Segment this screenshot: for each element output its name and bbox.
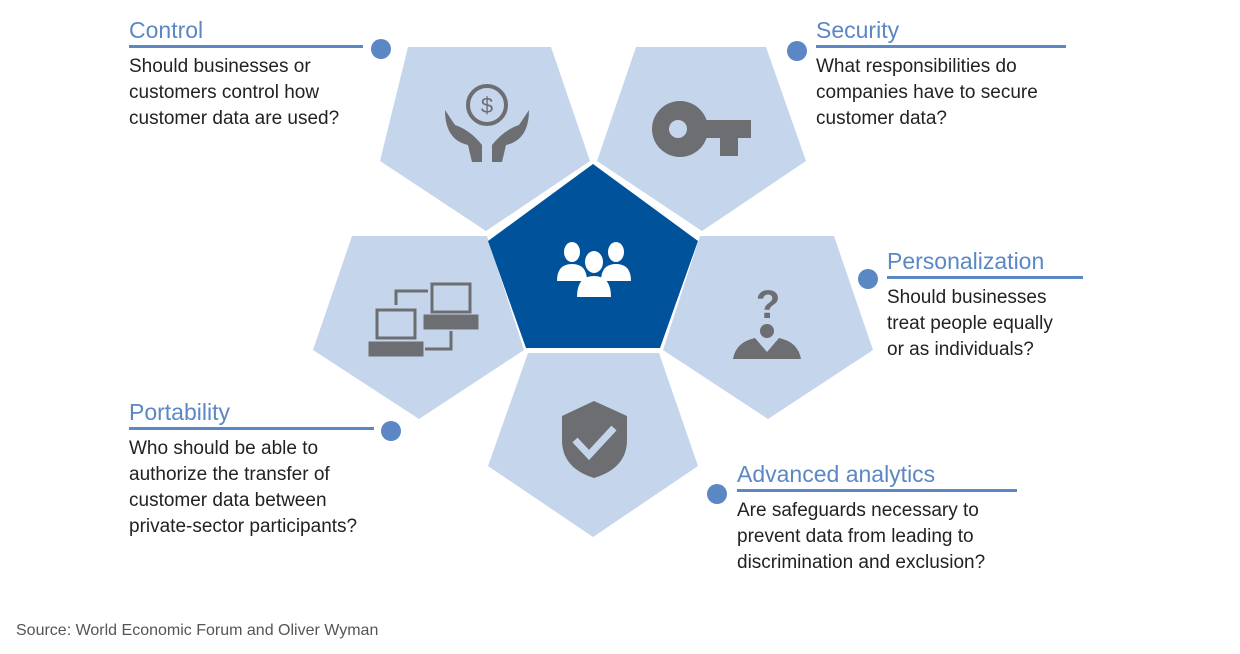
section-title: Personalization — [887, 248, 1045, 274]
section-security: Security What responsibilities do compan… — [816, 16, 1066, 132]
text-line: private-sector participants? — [129, 516, 358, 537]
hands-money-icon: $ — [445, 84, 529, 162]
section-analytics: Advanced analytics Are safeguards necess… — [737, 460, 1017, 576]
pentagon-portability — [313, 236, 524, 419]
people-group-icon — [557, 242, 631, 297]
section-description: Are safeguards necessary to prevent data… — [737, 498, 1017, 576]
section-title: Security — [816, 17, 900, 43]
pentagon-control — [380, 47, 590, 231]
source-note: Source: World Economic Forum and Oliver … — [16, 622, 379, 639]
text-line: customer data between — [129, 490, 327, 511]
section-personalization: Personalization Should businesses treat … — [887, 247, 1083, 363]
section-description: Should businesses or customers control h… — [129, 54, 363, 132]
bullet-dot — [858, 269, 878, 289]
divider — [737, 489, 1017, 492]
divider — [887, 276, 1083, 279]
section-description: What responsibilities do companies have … — [816, 54, 1066, 132]
text-line: treat people equally — [887, 313, 1053, 334]
bullet-dot — [787, 41, 807, 61]
divider — [816, 45, 1066, 48]
divider — [129, 45, 363, 48]
section-title: Advanced analytics — [737, 461, 936, 487]
svg-text:?: ? — [756, 283, 780, 327]
text-line: discrimination and exclusion? — [737, 552, 986, 573]
computer-transfer-icon — [368, 282, 479, 357]
text-line: Are safeguards necessary to — [737, 500, 979, 521]
text-line: Should businesses — [887, 287, 1047, 308]
text-line: authorize the transfer of — [129, 464, 330, 485]
text-line: What responsibilities do — [816, 56, 1017, 77]
text-line: Who should be able to — [129, 438, 319, 459]
bullet-dot — [381, 421, 401, 441]
svg-text:$: $ — [481, 93, 493, 118]
section-control: Control Should businesses or customers c… — [129, 16, 363, 132]
key-icon — [652, 101, 751, 157]
text-line: customer data? — [816, 108, 947, 129]
bullet-dot — [371, 39, 391, 59]
text-line: customers control how — [129, 82, 320, 103]
text-line: prevent data from leading to — [737, 526, 974, 547]
bullet-dot — [707, 484, 727, 504]
text-line: or as individuals? — [887, 339, 1034, 360]
person-question-icon: ? — [733, 283, 801, 359]
text-line: customer data are used? — [129, 108, 340, 129]
shield-check-icon — [562, 401, 627, 478]
text-line: companies have to secure — [816, 82, 1038, 103]
divider — [129, 427, 374, 430]
section-description: Should businesses treat people equally o… — [887, 285, 1083, 363]
section-portability: Portability Who should be able to author… — [129, 398, 374, 540]
section-title: Control — [129, 17, 204, 43]
section-description: Who should be able to authorize the tran… — [129, 436, 374, 540]
section-title: Portability — [129, 399, 230, 425]
text-line: Should businesses or — [129, 56, 311, 77]
